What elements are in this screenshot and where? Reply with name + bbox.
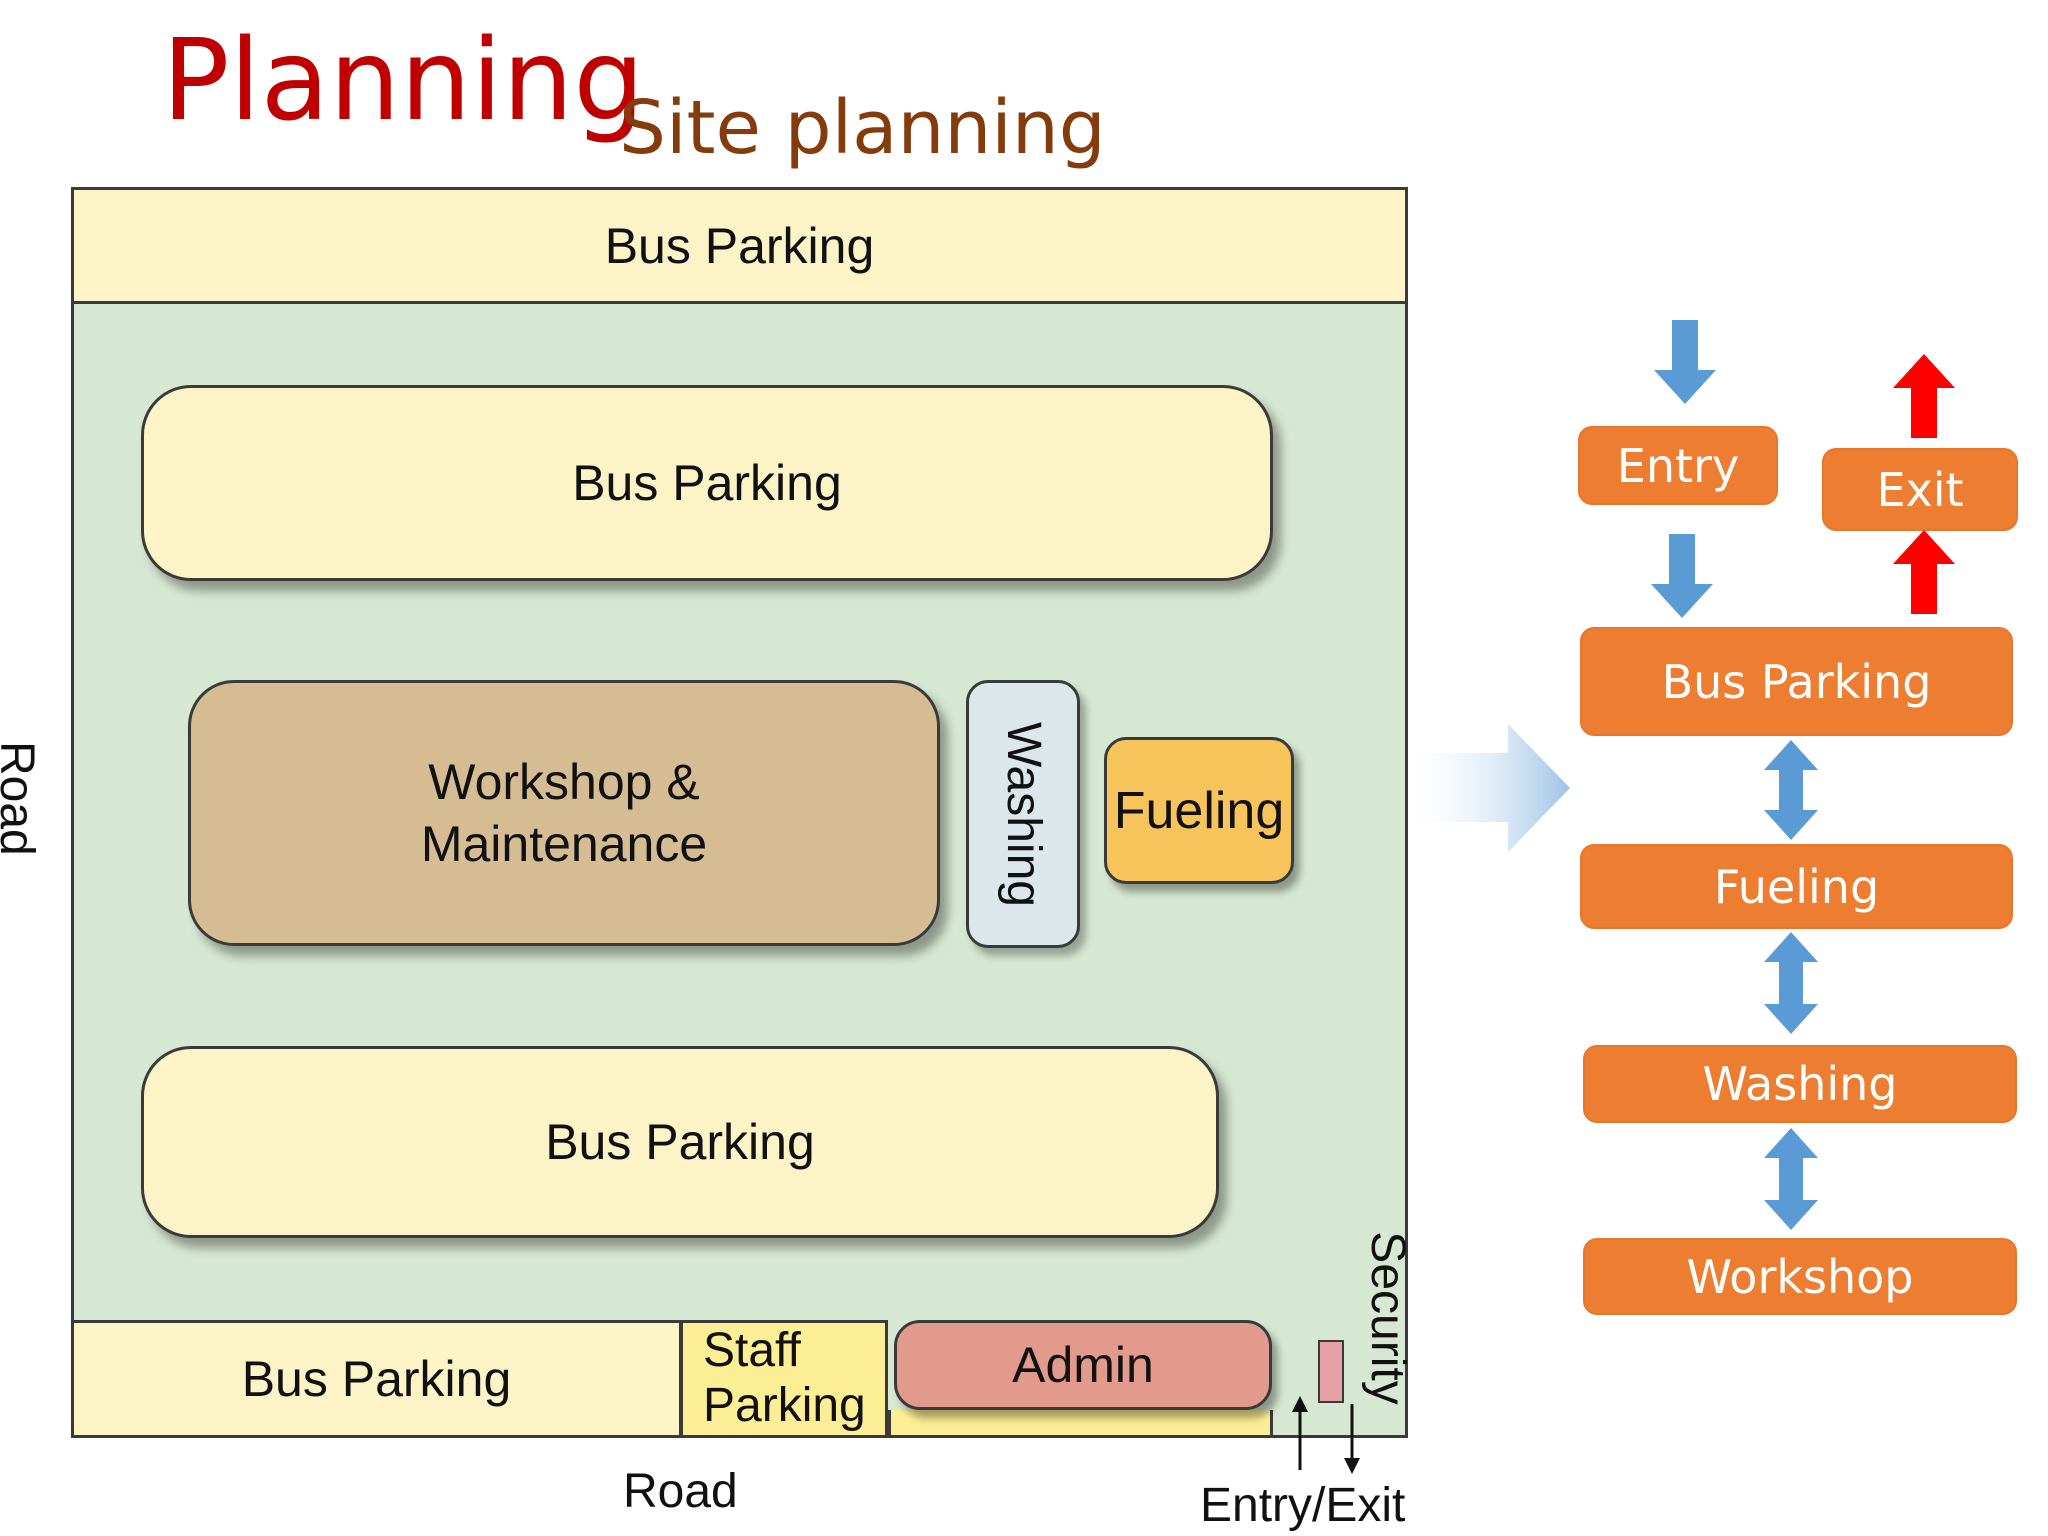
fueling-washing-arrow — [1764, 932, 1818, 1034]
workshop-maintenance-zone: Workshop & Maintenance — [188, 680, 940, 946]
flow-workshop-label: Workshop — [1686, 1249, 1914, 1304]
bus-parking-bottom-label: Bus Parking — [241, 1351, 512, 1407]
entry-exit-label: Entry/Exit — [1200, 1479, 1406, 1532]
flow-fueling-box: Fueling — [1580, 844, 2013, 929]
fueling-zone: Fueling — [1104, 737, 1294, 884]
flow-bus-parking-box: Bus Parking — [1580, 627, 2013, 736]
bus-parking-top-label: Bus Parking — [604, 217, 875, 274]
staff-parking-label-line1: Staff — [703, 1324, 801, 1377]
flow-washing-box: Washing — [1583, 1045, 2017, 1123]
admin-building: Admin — [894, 1320, 1272, 1410]
parking-to-exit-arrow — [1893, 530, 1955, 614]
flow-bus-parking-label: Bus Parking — [1661, 654, 1932, 709]
page-title: Planning — [162, 16, 645, 146]
bus-parking-upper-label: Bus Parking — [572, 455, 842, 511]
parking-fueling-arrow — [1764, 740, 1818, 840]
washing-zone: Washing — [966, 680, 1080, 948]
flow-exit-label: Exit — [1876, 462, 1964, 517]
entry-in-arrow — [1654, 320, 1716, 404]
flow-exit-box: Exit — [1822, 448, 2018, 531]
admin-base-strip — [888, 1410, 1273, 1438]
flow-washing-label: Washing — [1702, 1057, 1898, 1111]
gate-entry-arrow — [1292, 1396, 1308, 1470]
bus-parking-lower: Bus Parking — [141, 1046, 1219, 1238]
bus-parking-lower-label: Bus Parking — [545, 1114, 815, 1170]
gate-exit-arrow — [1344, 1404, 1360, 1474]
road-bottom-label: Road — [623, 1465, 738, 1518]
transition-arrow — [1412, 724, 1570, 852]
workshop-label-line2: Maintenance — [420, 816, 708, 872]
admin-label: Admin — [1012, 1337, 1154, 1393]
entry-to-parking-arrow — [1651, 534, 1713, 618]
bus-parking-top-strip: Bus Parking — [71, 187, 1408, 304]
security-booth — [1318, 1340, 1344, 1403]
exit-out-arrow — [1893, 354, 1955, 438]
flow-workshop-box: Workshop — [1583, 1238, 2017, 1315]
page-subtitle: Site planning — [619, 85, 1106, 171]
flow-fueling-label: Fueling — [1713, 859, 1880, 914]
staff-parking-label-line2: Parking — [703, 1379, 866, 1433]
workshop-label-line1: Workshop & — [428, 753, 700, 810]
bus-parking-bottom-left: Bus Parking — [71, 1320, 682, 1438]
flow-entry-label: Entry — [1616, 438, 1740, 493]
staff-parking-zone: Staff Parking — [680, 1320, 888, 1438]
flow-entry-box: Entry — [1578, 426, 1778, 505]
bus-parking-upper: Bus Parking — [141, 385, 1273, 581]
fueling-label: Fueling — [1113, 781, 1285, 840]
washing-workshop-arrow — [1764, 1128, 1818, 1230]
